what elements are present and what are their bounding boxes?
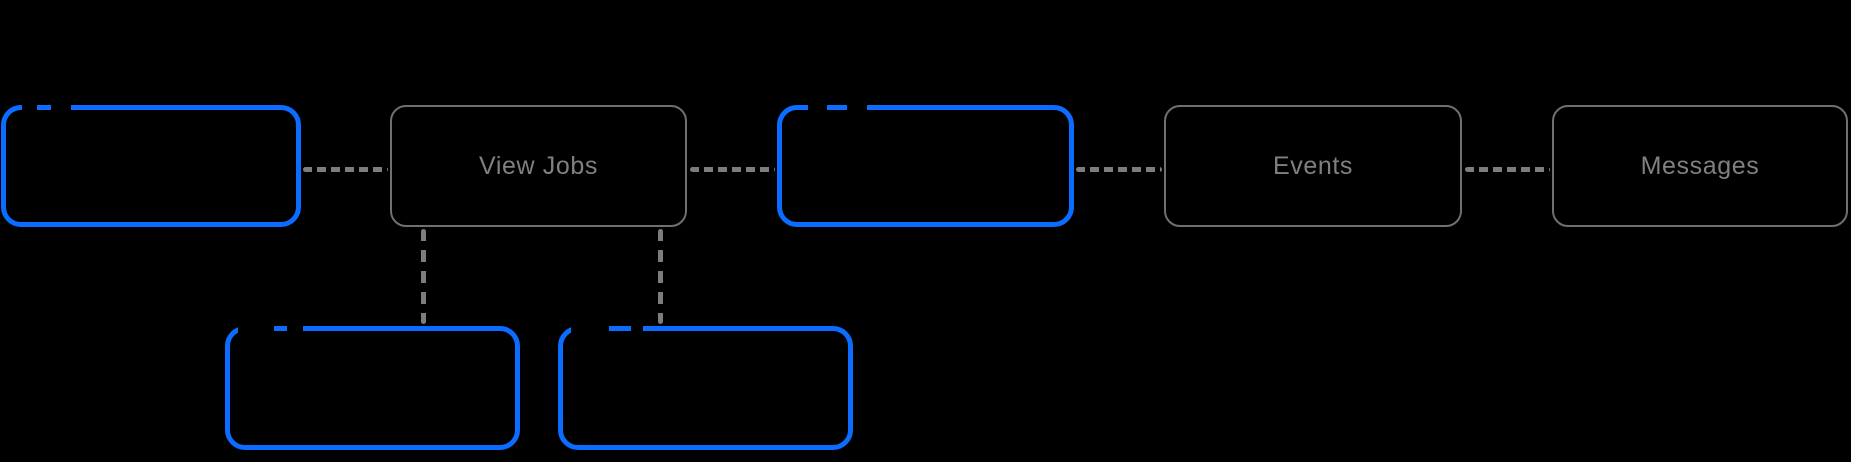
- connector-viewjobs-blank2: [690, 167, 775, 172]
- node-label: View Jobs: [479, 151, 598, 180]
- connector-viewjobs-subright: [658, 229, 663, 324]
- connector-blank2-events: [1076, 167, 1162, 172]
- border-gap: [808, 105, 827, 111]
- node-events[interactable]: Events: [1164, 105, 1462, 227]
- node-blank-2[interactable]: [777, 105, 1074, 227]
- node-label: Messages: [1640, 151, 1760, 180]
- connector-blank1-viewjobs: [303, 167, 388, 172]
- node-blank-4[interactable]: [558, 326, 853, 450]
- node-blank-3[interactable]: [225, 326, 520, 450]
- node-label: Events: [1272, 151, 1354, 180]
- border-gap: [287, 326, 303, 332]
- node-messages[interactable]: Messages: [1552, 105, 1848, 227]
- border-gap: [238, 326, 274, 337]
- connector-viewjobs-subleft: [421, 229, 426, 324]
- border-gap: [571, 326, 609, 337]
- node-blank-1[interactable]: [1, 105, 301, 227]
- border-gap: [631, 326, 643, 332]
- border-gap: [51, 105, 71, 111]
- border-gap: [847, 105, 867, 111]
- connector-events-messages: [1465, 167, 1550, 172]
- node-view-jobs[interactable]: View Jobs: [390, 105, 687, 227]
- border-gap: [22, 105, 37, 111]
